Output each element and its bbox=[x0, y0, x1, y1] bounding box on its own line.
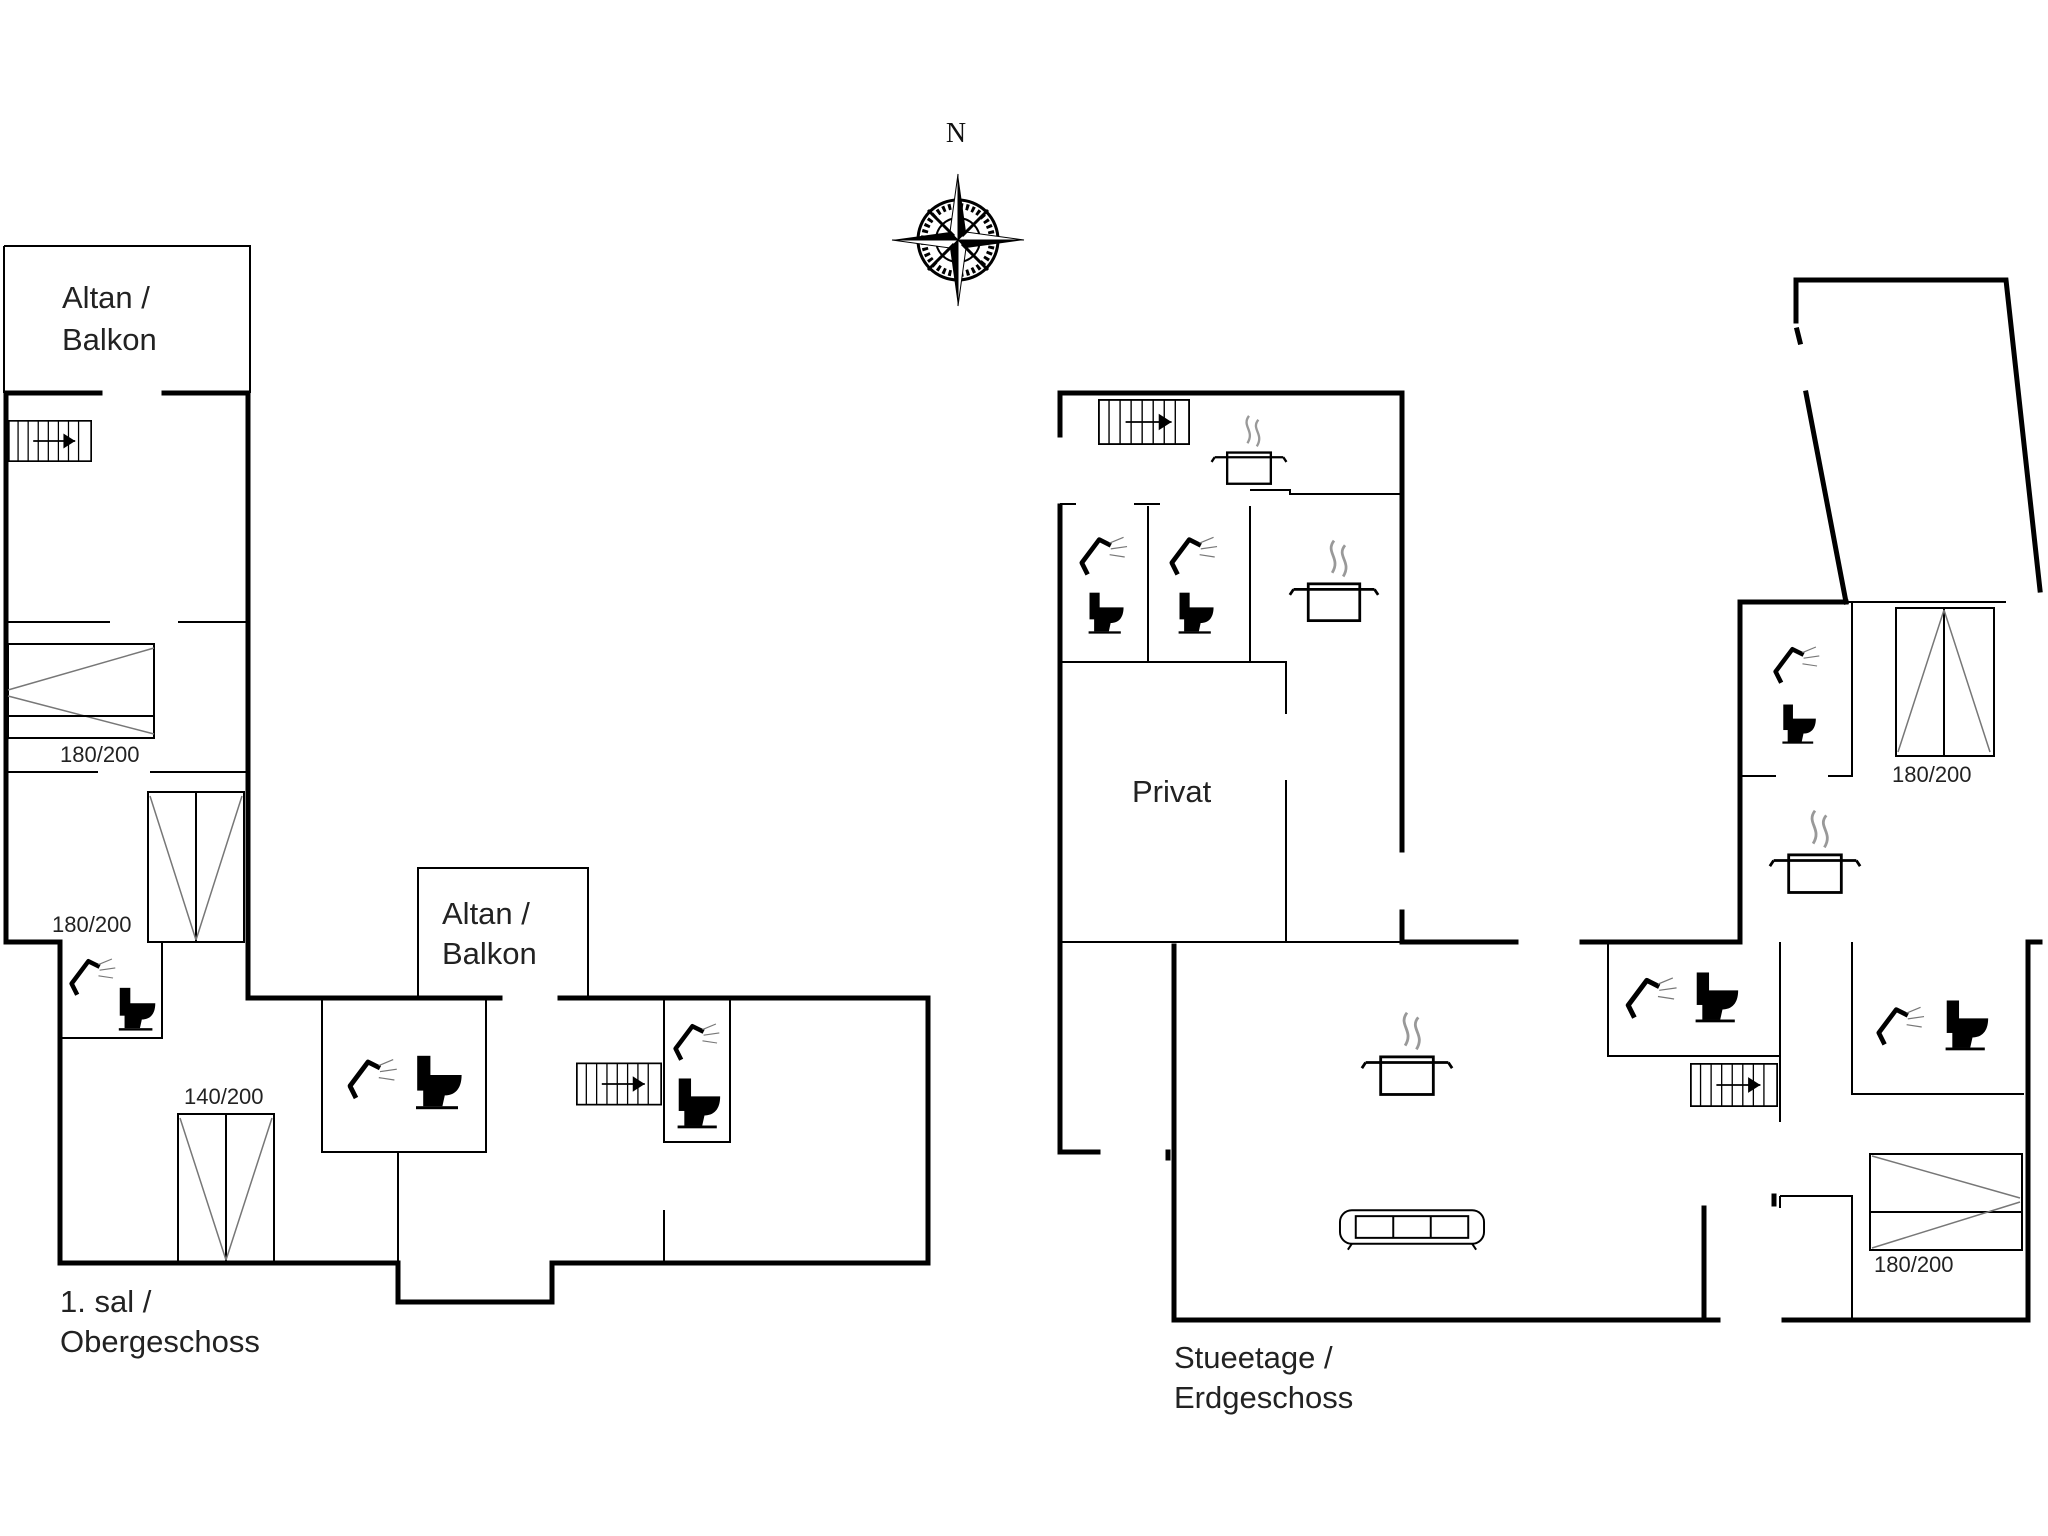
shower-icon bbox=[1172, 537, 1217, 574]
toilet-icon bbox=[1178, 592, 1214, 634]
stairs-icon bbox=[1098, 398, 1190, 446]
bed-icon bbox=[177, 1113, 275, 1264]
shower-icon bbox=[1628, 978, 1676, 1018]
balcony-label-line1: Altan / bbox=[442, 896, 530, 931]
stairs-icon bbox=[576, 1062, 662, 1106]
stairs-icon bbox=[1690, 1062, 1778, 1108]
balcony-label-line1: Altan / bbox=[62, 280, 150, 315]
bed-icon bbox=[7, 643, 155, 739]
shower-icon bbox=[1082, 537, 1127, 574]
shower-icon bbox=[1776, 647, 1820, 683]
compass-rose-icon bbox=[891, 173, 1025, 307]
room-label-private: Privat bbox=[1132, 774, 1212, 809]
bed-icon bbox=[1895, 607, 1995, 757]
cooking-pot-icon bbox=[1210, 414, 1288, 486]
floor-name-line2: Obergeschoss bbox=[60, 1324, 260, 1359]
balcony-label-line2: Balkon bbox=[442, 936, 537, 971]
bed-size-label: 140/200 bbox=[184, 1084, 264, 1109]
shower-icon bbox=[1879, 1007, 1924, 1044]
bed-size-label: 180/200 bbox=[1874, 1252, 1954, 1277]
toilet-icon bbox=[1945, 1000, 1989, 1051]
cooking-pot-icon bbox=[1768, 809, 1862, 895]
north-label: N bbox=[946, 118, 966, 149]
bed-icon bbox=[147, 791, 245, 943]
floor-name-line1: 1. sal / bbox=[60, 1284, 152, 1319]
shower-icon bbox=[676, 1024, 720, 1060]
toilet-icon bbox=[1088, 592, 1124, 634]
shower-icon bbox=[350, 1060, 397, 1098]
stairs-icon bbox=[8, 419, 92, 463]
ground-floor-plan bbox=[1057, 277, 2043, 1323]
cooking-pot-icon bbox=[1360, 1011, 1454, 1097]
cooking-pot-icon bbox=[1288, 539, 1380, 623]
toilet-icon bbox=[1782, 704, 1816, 744]
bed-size-label: 180/200 bbox=[52, 912, 132, 937]
bed-size-label: 180/200 bbox=[1892, 762, 1972, 787]
bed-size-label: 180/200 bbox=[60, 742, 140, 767]
floor-name-line1: Stueetage / bbox=[1174, 1340, 1333, 1375]
toilet-icon bbox=[677, 1078, 721, 1129]
floor-name-line2: Erdgeschoss bbox=[1174, 1380, 1353, 1415]
toilet-icon bbox=[416, 1055, 462, 1110]
toilet-icon bbox=[118, 987, 156, 1031]
sofa-icon bbox=[1338, 1209, 1486, 1251]
toilet-icon bbox=[1695, 972, 1739, 1023]
bed-icon bbox=[1869, 1153, 2023, 1251]
shower-icon bbox=[72, 959, 116, 995]
balcony-label-line2: Balkon bbox=[62, 322, 157, 357]
upper-floor-plan bbox=[3, 245, 931, 1305]
